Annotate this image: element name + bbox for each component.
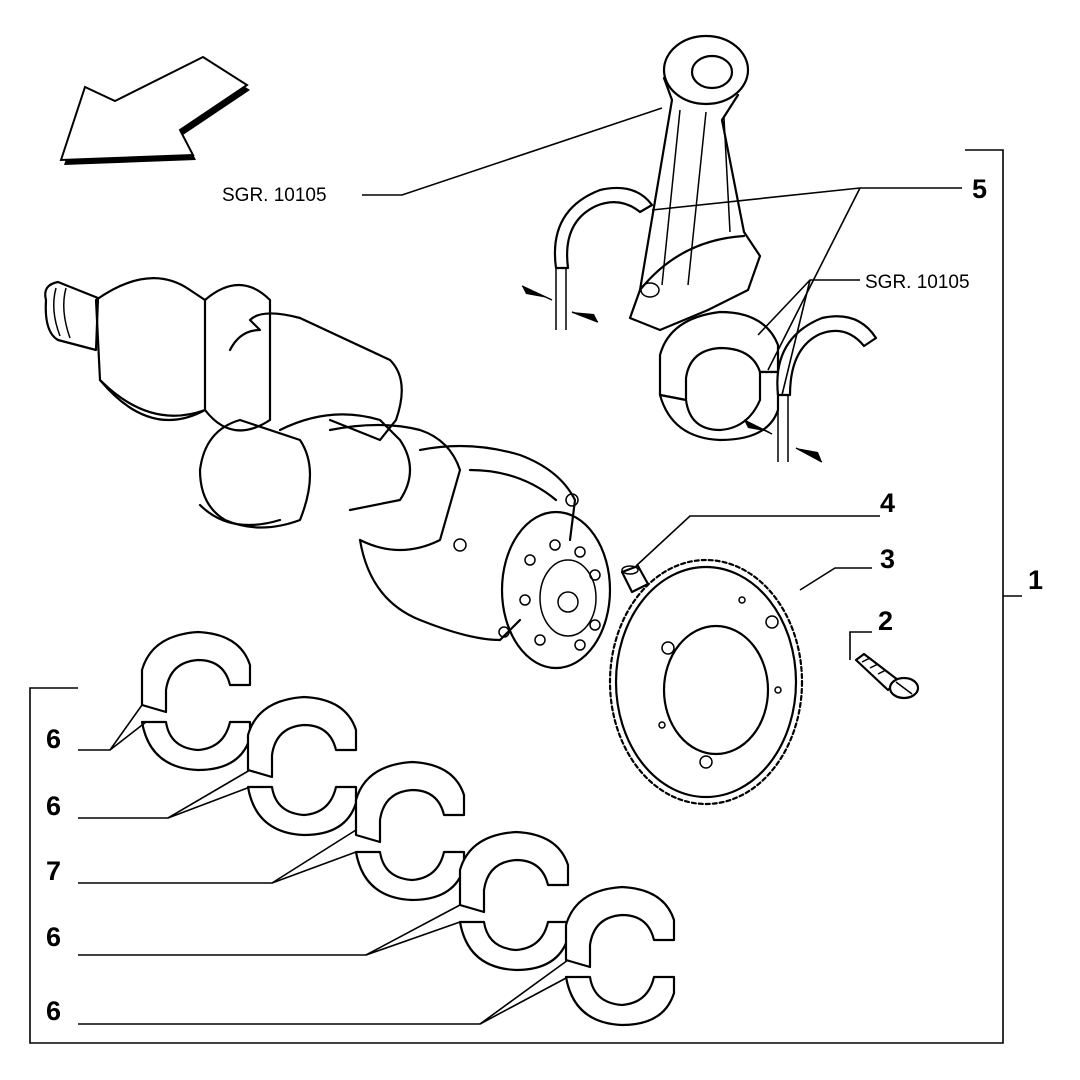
callout-6-fourth: 6 (46, 996, 61, 1026)
conrod-bearing-shell (658, 310, 780, 442)
ref-label-bearing-shell: SGR. 10105 (865, 272, 970, 293)
tone-wheel-screw (854, 652, 920, 700)
callout-3: 3 (880, 544, 895, 574)
main-bearing-shell-4 (458, 830, 570, 972)
main-bearing-shell-3 (354, 760, 466, 902)
main-bearing-shell-5 (564, 885, 676, 1027)
leader-lines (78, 107, 962, 1025)
tone-wheel (608, 558, 804, 806)
conrod-half-shell-right (743, 315, 878, 463)
callout-4: 4 (880, 488, 895, 518)
ref-label-conrod: SGR. 10105 (222, 185, 327, 206)
crankshaft (44, 277, 612, 670)
callout-6-first: 6 (46, 724, 61, 754)
callout-1: 1 (1028, 565, 1043, 595)
connecting-rod (628, 34, 762, 332)
group-frame-right (29, 149, 1004, 1044)
main-bearing-shell-1 (140, 630, 252, 772)
callout-5: 5 (972, 174, 987, 204)
main-bearing-shell-2 (246, 695, 358, 837)
callout-6-second: 6 (46, 791, 61, 821)
conrod-half-shell-left (521, 186, 654, 330)
callout-6-third: 6 (46, 922, 61, 952)
callout-2: 2 (878, 606, 893, 636)
direction-arrow-icon (59, 55, 250, 165)
callout-7: 7 (46, 856, 61, 886)
